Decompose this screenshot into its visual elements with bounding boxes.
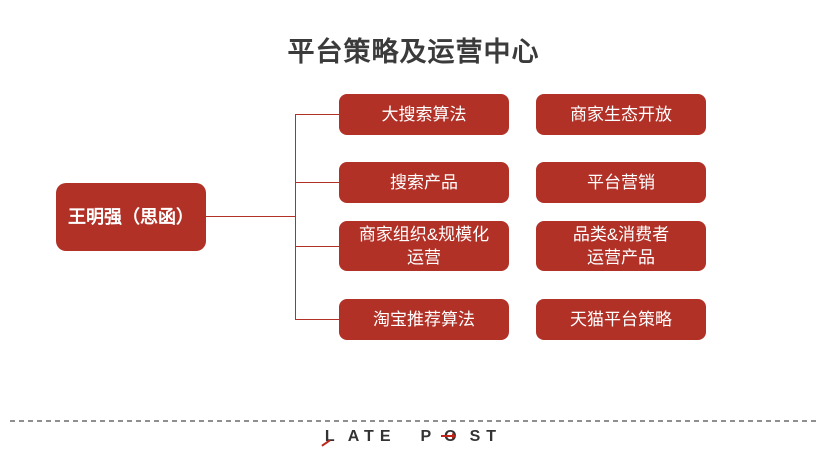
org-node-col2-row3: 品类&消费者 运营产品 — [536, 221, 706, 271]
logo-letters-st: ST — [469, 428, 503, 445]
connector-branch-4 — [295, 319, 339, 320]
latepost-logo: L ATE P O ST — [0, 428, 827, 447]
page-title: 平台策略及运营中心 — [287, 37, 540, 67]
org-node-col1-row1: 大搜索算法 — [339, 94, 509, 135]
logo-red-arrow-icon — [441, 433, 457, 439]
org-node-col2-row4: 天猫平台策略 — [536, 299, 706, 340]
dashed-divider — [10, 420, 818, 422]
logo-letter-p: P — [420, 428, 438, 445]
org-node-col2-row1: 商家生态开放 — [536, 94, 706, 135]
logo-letter-l: L — [321, 428, 341, 447]
logo-letter-o: O — [441, 428, 462, 446]
logo-letters-ate: ATE — [347, 428, 397, 445]
connector-branch-2 — [295, 182, 339, 183]
org-node-col1-row3: 商家组织&规模化 运营 — [339, 221, 509, 271]
connector-branch-3 — [295, 246, 339, 247]
org-node-root: 王明强（思函） — [56, 183, 206, 251]
connector-branch-1 — [295, 114, 339, 115]
connector-spine — [295, 114, 296, 320]
connector-root-line — [206, 216, 295, 217]
org-node-col1-row4: 淘宝推荐算法 — [339, 299, 509, 340]
org-node-col1-row2: 搜索产品 — [339, 162, 509, 203]
org-node-col2-row2: 平台营销 — [536, 162, 706, 203]
